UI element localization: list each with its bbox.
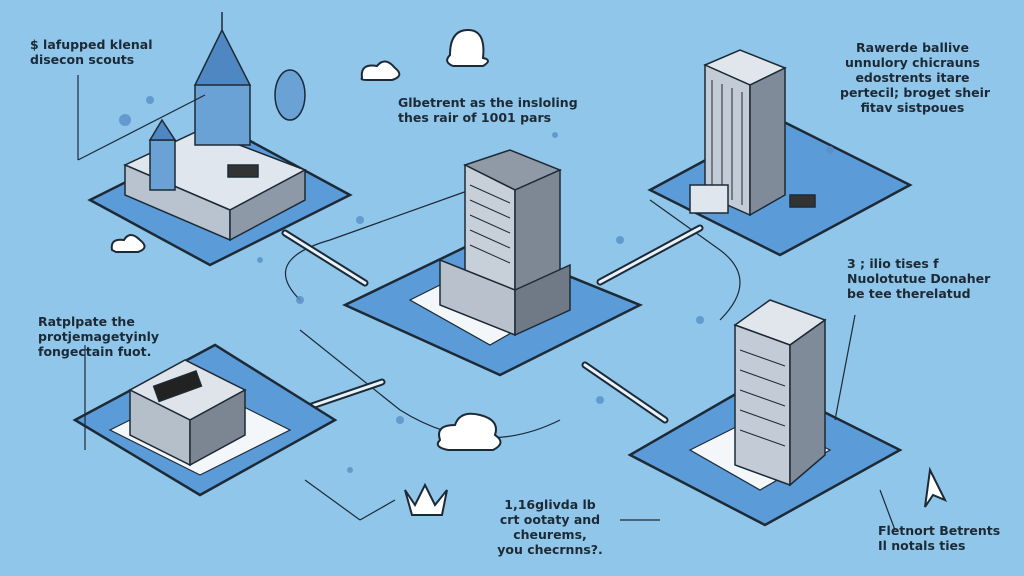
label-line: cheurems,: [513, 527, 587, 542]
building-tower-bottom-right: [733, 299, 827, 487]
label-line: protjemagetyinly: [38, 329, 160, 344]
cloud-icon: [110, 234, 146, 253]
label-line: Glbetrent as the insloling: [398, 95, 578, 110]
label-top-left: $ lafupped klenal disecon scouts: [30, 37, 152, 67]
building-tower-top-right: [689, 49, 816, 217]
label-top-center: Glbetrent as the insloling thes rair of …: [398, 95, 578, 125]
label-line: Fletnort Betrents: [878, 523, 1001, 538]
label-line: $ lafupped klenal: [30, 37, 153, 52]
label-line: crt ootaty and: [499, 512, 601, 527]
label-line: be tee therelatud: [847, 286, 971, 301]
label-line: unnulory chicrauns: [845, 55, 980, 70]
label-bottom-right: Fletnort Betrents Il notals ties: [878, 523, 1000, 553]
label-line: edostrents itare: [855, 70, 970, 85]
label-line: Ratplpate the: [38, 314, 135, 329]
label-line: disecon scouts: [30, 52, 135, 67]
label-line: thes rair of 1001 pars: [398, 110, 552, 125]
label-line: Rawerde ballive: [856, 40, 969, 55]
label-line: fongectain fuot.: [38, 344, 152, 359]
label-line: Il notals ties: [878, 538, 966, 553]
label-line: you checrnns?.: [497, 542, 603, 557]
cursor-arrow-icon: [924, 466, 948, 508]
label-line: 1,16glivda lb: [504, 497, 596, 512]
label-middle-right: 3 ; ilio tises f Nuolotutue Donaher be t…: [847, 256, 990, 301]
building-tower-center: [439, 149, 571, 337]
open-book-icon: [404, 482, 448, 516]
cloud-icon: [446, 28, 489, 67]
label-line: Nuolotutue Donaher: [847, 271, 991, 286]
cloud-icon: [436, 412, 502, 451]
label-line: 3 ; ilio tises f: [847, 256, 939, 271]
label-line: fitav sistpoues: [860, 100, 965, 115]
building-cathedral: [123, 12, 307, 242]
building-low-bottom-left: [128, 359, 247, 467]
label-middle-left: Ratplpate the protjemagetyinly fongectai…: [38, 314, 159, 359]
label-bottom-center: 1,16glivda lb crt ootaty and cheurems, y…: [480, 497, 620, 557]
cloud-icon: [360, 60, 401, 81]
label-line: pertecil; broget sheir: [840, 85, 991, 100]
label-top-right: Rawerde ballive unnulory chicrauns edost…: [840, 40, 991, 115]
